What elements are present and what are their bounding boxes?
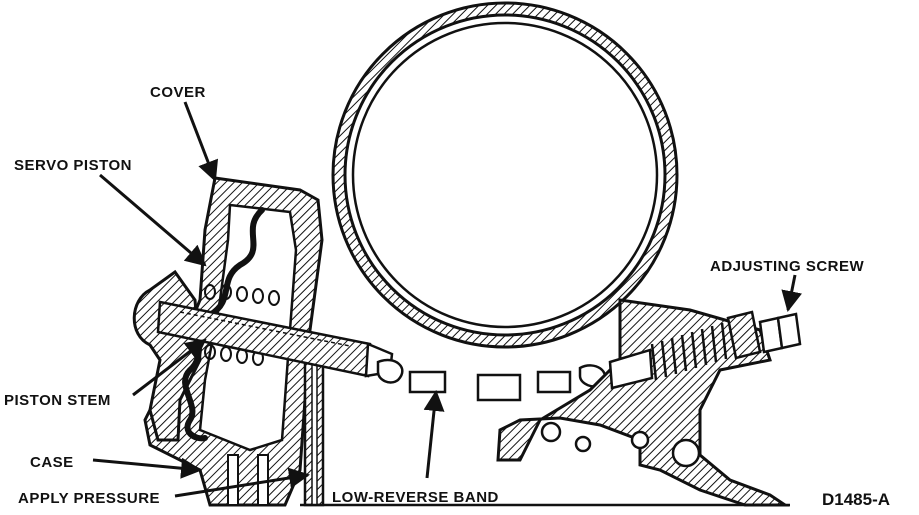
label-low-reverse-band: LOW-REVERSE BAND (332, 489, 499, 506)
label-apply-pressure: APPLY PRESSURE (18, 490, 160, 507)
leader-lines (92, 101, 803, 498)
adjusting-screw (608, 310, 802, 390)
label-case: CASE (30, 454, 74, 471)
drum-band-ring (331, 1, 679, 349)
label-adjusting-screw: ADJUSTING SCREW (710, 258, 865, 275)
label-cover: COVER (150, 84, 206, 101)
figure-id: D1485-A (822, 490, 890, 509)
label-servo-piston: SERVO PISTON (14, 157, 132, 174)
band-lugs (376, 358, 607, 402)
label-piston-stem: PISTON STEM (4, 392, 111, 409)
case-right-section (496, 298, 790, 507)
piston-spring-upper (204, 284, 280, 306)
